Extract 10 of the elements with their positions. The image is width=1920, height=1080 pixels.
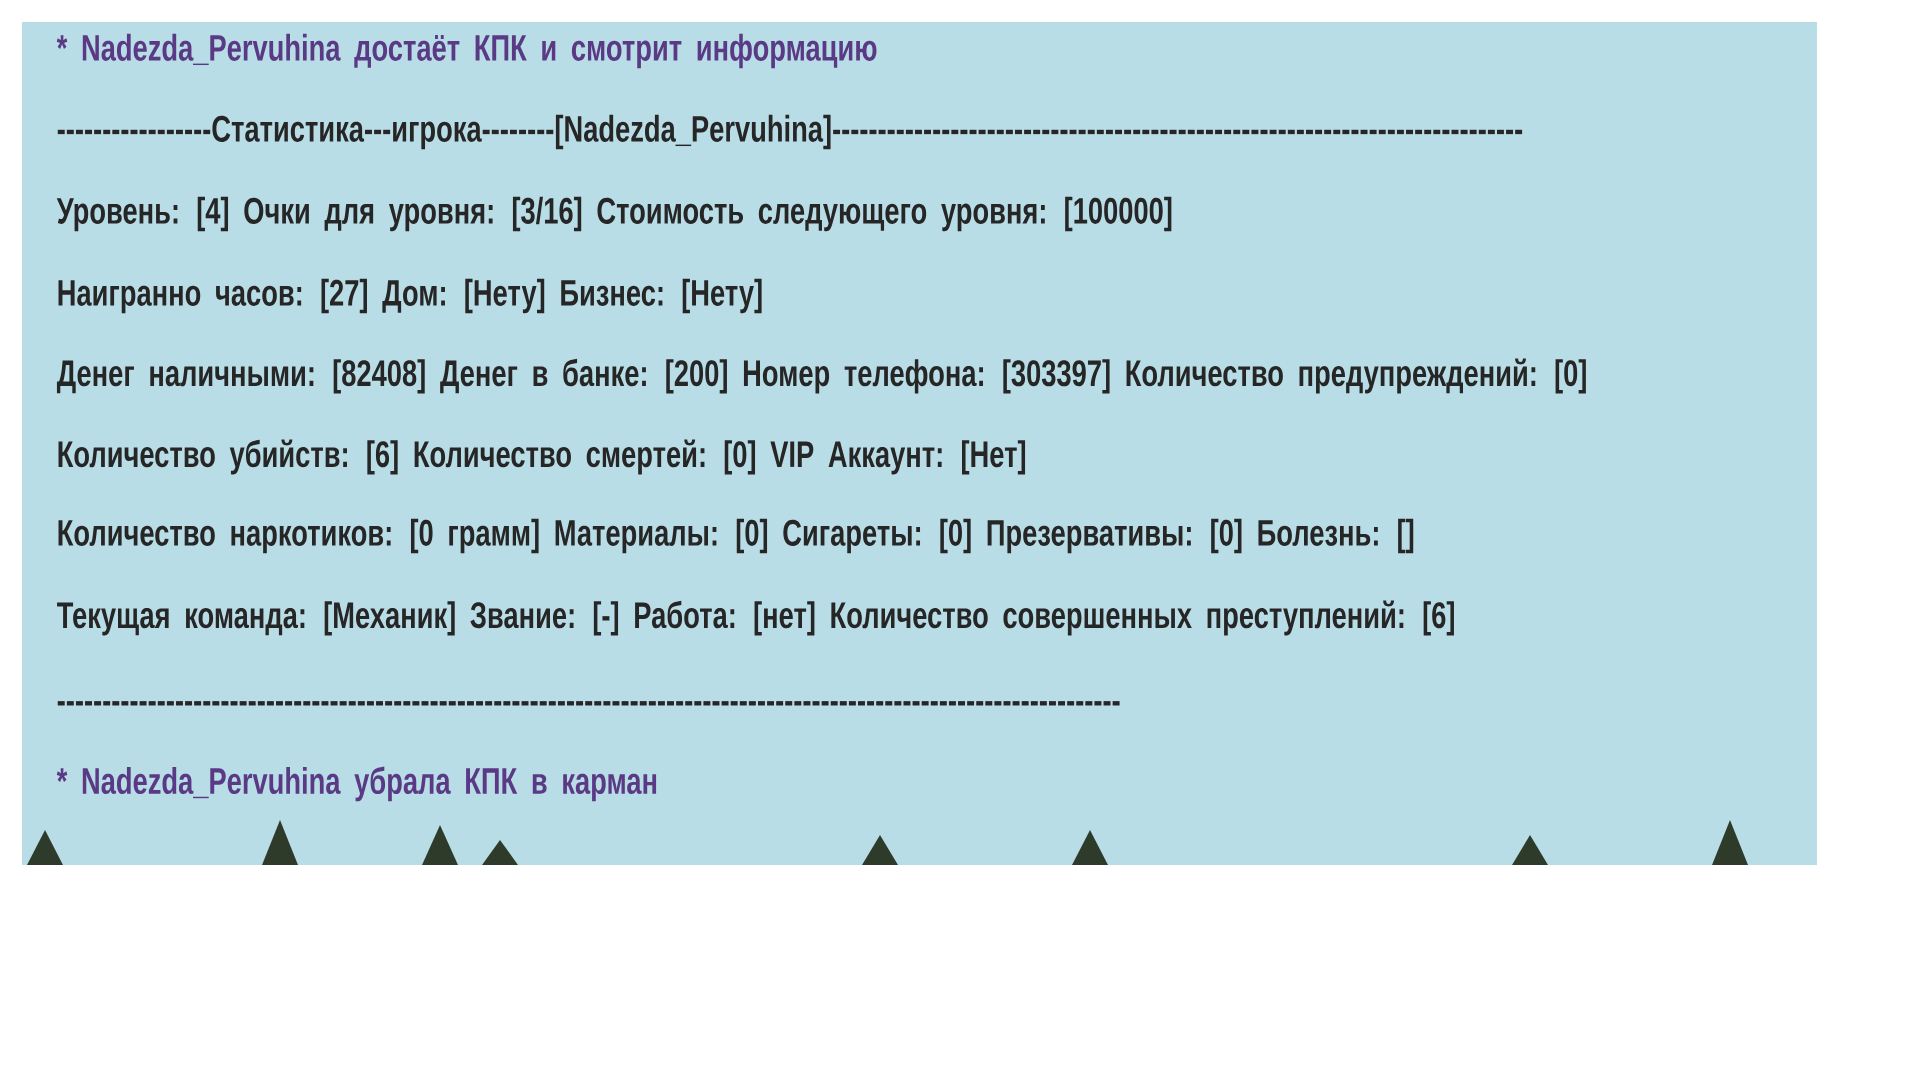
chat-line: * Nadezda_Pervuhina убрала КПК в карман — [56, 766, 657, 802]
chat-line: Количество убийств: [6] Количество смертей: [0] VIP Аккаунт: [Нет] — [58, 439, 1026, 475]
chat-line: Количество наркотиков: [0 грамм] Материалы: [0] Сигареты: [0] Презервативы: [0] Болезнь: [] — [58, 518, 1414, 554]
chat-line: --------------------------------------------------------------------------------------------------------------------- — [57, 701, 1120, 706]
chat-line: * Nadezda_Pervuhina достаёт КПК и смотрит информацию — [56, 33, 877, 69]
chat-line: Денег наличными: [82408] Денег в банке: [200] Номер телефона: [303397] Количество предупреждений: [0] — [56, 358, 1586, 394]
chat-line: Уровень: [4] Очки для уровня: [3/16] Стоимость следующего уровня: [100000] — [56, 196, 1172, 232]
chat-line: Наигранно часов: [27] Дом: [Нету] Бизнес: [Нету] — [58, 278, 762, 314]
chat-line: -----------------Статистика---игрока--------[Nadezda_Pervuhina]---------------------------------------------------------------------------- — [57, 114, 1523, 150]
chat-line: Текущая команда: [Механик] Звание: [-] Работа: [нет] Количество совершенных преступлений: [6] — [57, 600, 1454, 636]
